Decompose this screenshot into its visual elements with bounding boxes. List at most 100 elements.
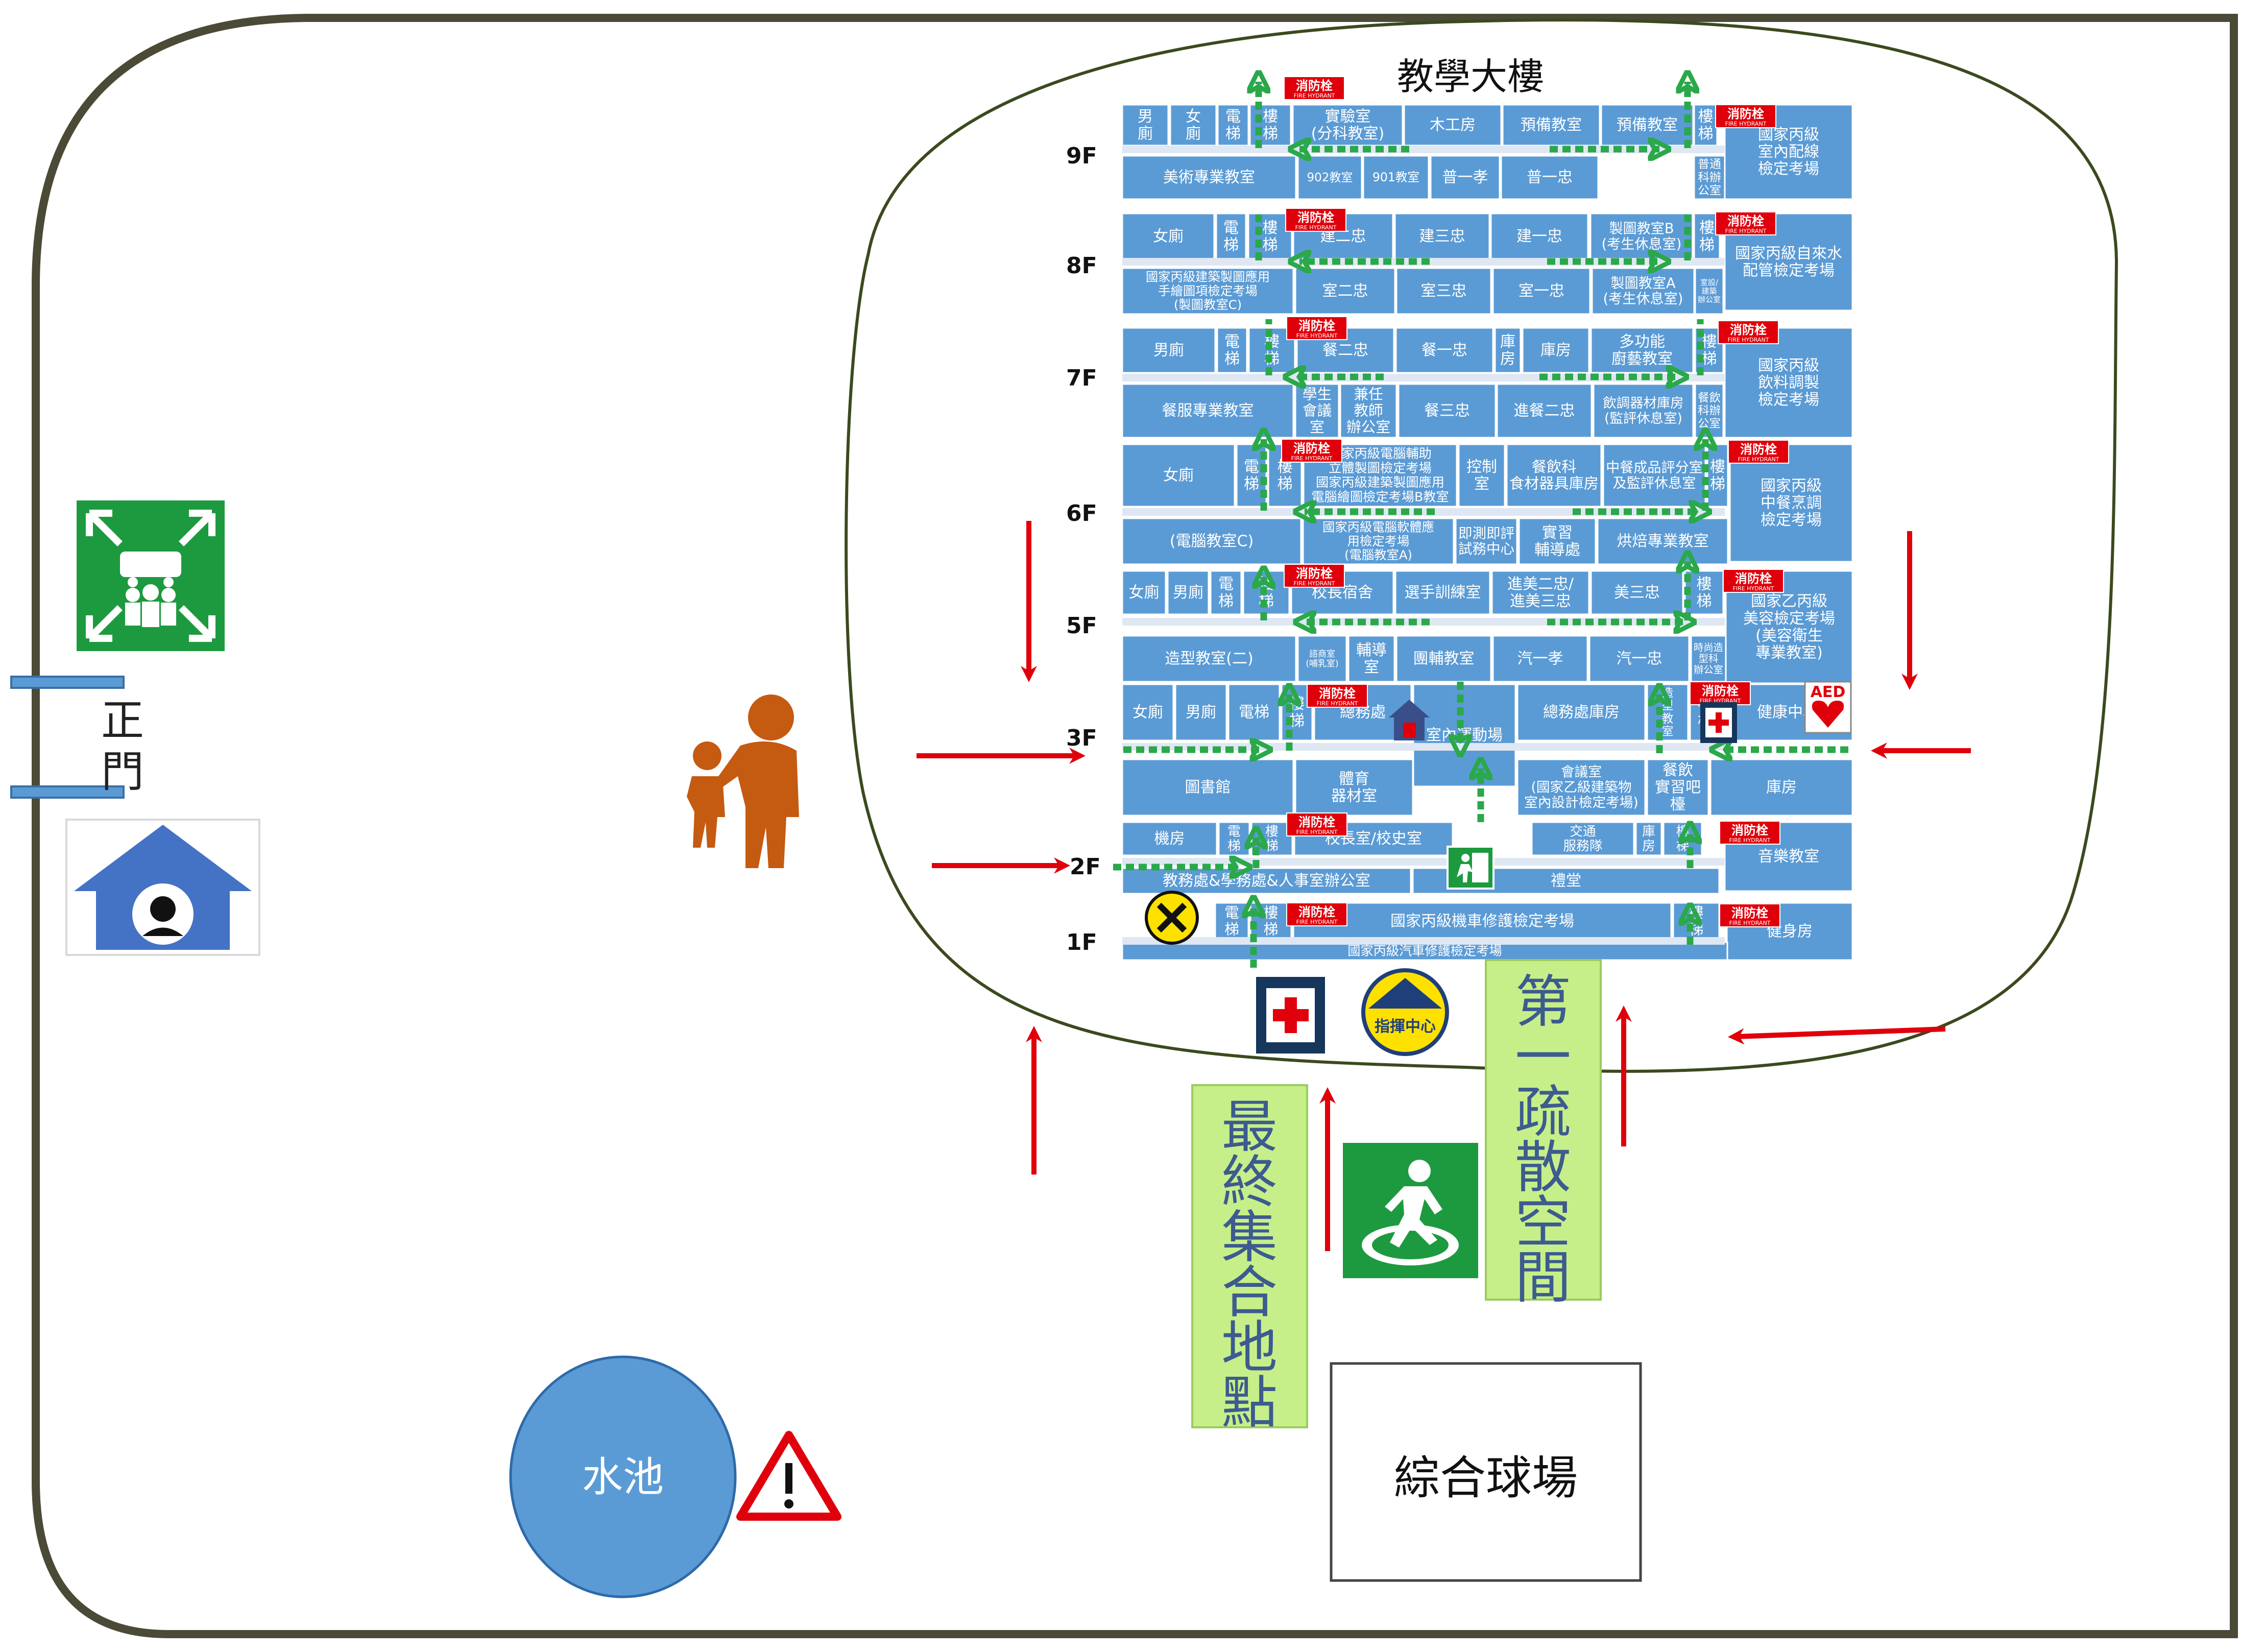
room-59: 即測即評試務中心 — [1455, 517, 1518, 565]
room-label: 國家丙級汽車修護檢定考場 — [1347, 944, 1502, 959]
room-4: 實驗室(分科教室) — [1292, 104, 1404, 147]
room-label: 樓梯 — [1699, 219, 1715, 254]
room-54: 中餐成品評分室及監評休息室 — [1602, 443, 1706, 508]
room-38: 多功能廚藝教室 — [1590, 327, 1694, 374]
hydrant-label: 消防栓 — [1319, 686, 1356, 701]
room-63: 男廁 — [1167, 570, 1210, 615]
room-label: 汽一忠 — [1617, 650, 1662, 668]
room-109: 國家丙級汽車修護檢定考場 — [1121, 941, 1728, 961]
room-36: 庫房 — [1494, 327, 1522, 374]
room-label: 兼任教師辦公室 — [1346, 386, 1390, 436]
room-106: 國家丙級機車修護檢定考場 — [1292, 902, 1672, 941]
hydrant-sub: FIRE HYDRANT — [1725, 228, 1767, 234]
room-81: 電梯 — [1227, 683, 1281, 741]
floor-labels: 9F 8F 7F 6F 5F 3F 2F 1F — [1066, 143, 1101, 955]
room-label: 木工房 — [1430, 116, 1476, 134]
final-assembly-panel: 最終集合地點 — [1191, 1084, 1308, 1435]
floor-label-7f: 7F — [1066, 365, 1097, 391]
room-label: 建一忠 — [1516, 228, 1562, 246]
room-3: 樓梯 — [1249, 104, 1292, 147]
room-67: 選手訓練室 — [1394, 570, 1491, 615]
hydrant-sub: FIRE HYDRANT — [1317, 700, 1358, 707]
hydrant-sub: FIRE HYDRANT — [1296, 919, 1338, 925]
room-label: 造型教室(二) — [1165, 650, 1253, 668]
room-6: 預備教室 — [1502, 104, 1601, 147]
room-44: 餐三忠 — [1397, 383, 1497, 439]
first-evac-panel: 第一疏散空間 — [1485, 959, 1602, 1310]
room-27: 室三忠 — [1395, 267, 1492, 315]
room-label: 交通服務隊 — [1563, 824, 1603, 854]
room-14: 普一忠 — [1500, 155, 1599, 200]
building-title: 教學大樓 — [1397, 55, 1544, 98]
floor-label-3f: 3F — [1066, 725, 1097, 751]
room-56: 國家丙級中餐烹調檢定考場 — [1729, 443, 1853, 563]
room-label: 庫房 — [1540, 342, 1571, 360]
aed-icon: AED — [1804, 681, 1852, 734]
room-label: 樓梯 — [1263, 108, 1278, 143]
room-label: 團輔教室 — [1413, 650, 1475, 668]
room-53: 餐飲科食材器具庫房 — [1506, 443, 1602, 508]
room-10: 美術專業教室 — [1121, 155, 1297, 200]
shelter-icon — [1389, 700, 1430, 740]
room-76: 汽一孝 — [1492, 635, 1588, 683]
room-label: 女廁 — [1132, 704, 1163, 722]
final-assembly-label: 最終集合地點 — [1221, 1094, 1278, 1435]
room-30: 室設/建築辦公室 — [1694, 267, 1724, 315]
hydrant-sub: FIRE HYDRANT — [1291, 455, 1333, 462]
room-17: 電梯 — [1215, 212, 1247, 260]
hydrant-sub: FIRE HYDRANT — [1738, 456, 1779, 463]
room-72: 造型教室(二) — [1121, 635, 1297, 683]
room-26: 室二忠 — [1294, 267, 1396, 315]
first-aid-icon-3f — [1700, 702, 1737, 743]
room-label: 餐飲實習吧檯 — [1655, 761, 1701, 813]
room-label: 國家丙級自來水配管檢定考場 — [1735, 245, 1842, 280]
room-label: 室一忠 — [1519, 282, 1564, 300]
room-label: 樓梯 — [1710, 458, 1725, 493]
floor-label-1f: 1F — [1066, 929, 1097, 955]
sports-court[interactable]: 綜合球場 — [1330, 1362, 1642, 1582]
room-label: 國家丙級電腦輔助立體製圖檢定考場國家丙級建築製圖應用電腦繪圖檢定考場B教室 — [1311, 446, 1449, 505]
room-label: 即測即評試務中心 — [1458, 525, 1514, 557]
room-2: 電梯 — [1217, 104, 1249, 147]
exit-sign-icon — [1447, 846, 1495, 890]
room-48: 女廁 — [1121, 443, 1236, 508]
room-98: 交通服務隊 — [1531, 821, 1635, 856]
hydrant-sub: FIRE HYDRANT — [1295, 224, 1337, 231]
room-8: 樓梯 — [1693, 104, 1718, 147]
room-label: (電腦教室C) — [1170, 533, 1254, 550]
room-71: 國家乙丙級美容檢定考場(美容衛生專業教室) — [1725, 570, 1853, 684]
site-boundary — [32, 14, 2238, 1638]
hydrant-sub: FIRE HYDRANT — [1294, 92, 1335, 99]
room-label: 男廁 — [1153, 342, 1184, 360]
room-94: 機房 — [1121, 821, 1218, 856]
hydrant-sub: FIRE HYDRANT — [1296, 332, 1338, 339]
room-label: 體育器材室 — [1331, 770, 1377, 805]
room-12: 901教室 — [1362, 155, 1430, 200]
guard-house-icon — [65, 819, 260, 956]
warning-icon — [736, 1431, 841, 1521]
main-gate[interactable]: 正門 — [10, 676, 144, 799]
room-68: 進美二忠/進美三忠 — [1491, 570, 1590, 615]
room-label: 學生會議室 — [1303, 386, 1332, 436]
hydrant-label: 消防栓 — [1298, 815, 1335, 829]
room-label: 國家丙級機車修護檢定考場 — [1390, 913, 1574, 930]
hydrant-label: 消防栓 — [1296, 79, 1333, 93]
room-label: 女廁 — [1129, 584, 1160, 602]
hydrant-label: 消防栓 — [1293, 441, 1330, 456]
room-label: 製圖教室A(考生休息室) — [1603, 275, 1683, 306]
room-0: 男廁 — [1121, 104, 1169, 147]
room-label: 女廁 — [1153, 228, 1184, 246]
room-label: 進美二忠/進美三忠 — [1507, 575, 1574, 610]
hydrant-label: 消防栓 — [1740, 442, 1777, 457]
room-label: 進餐二忠 — [1514, 402, 1575, 420]
room-label: 機房 — [1154, 830, 1185, 848]
room-52: 控制室 — [1458, 443, 1506, 508]
room-95: 電梯 — [1218, 821, 1250, 856]
room-label: 國家丙級建築製圖應用手繪圖項檢定考場(製圖教室C) — [1146, 270, 1270, 313]
